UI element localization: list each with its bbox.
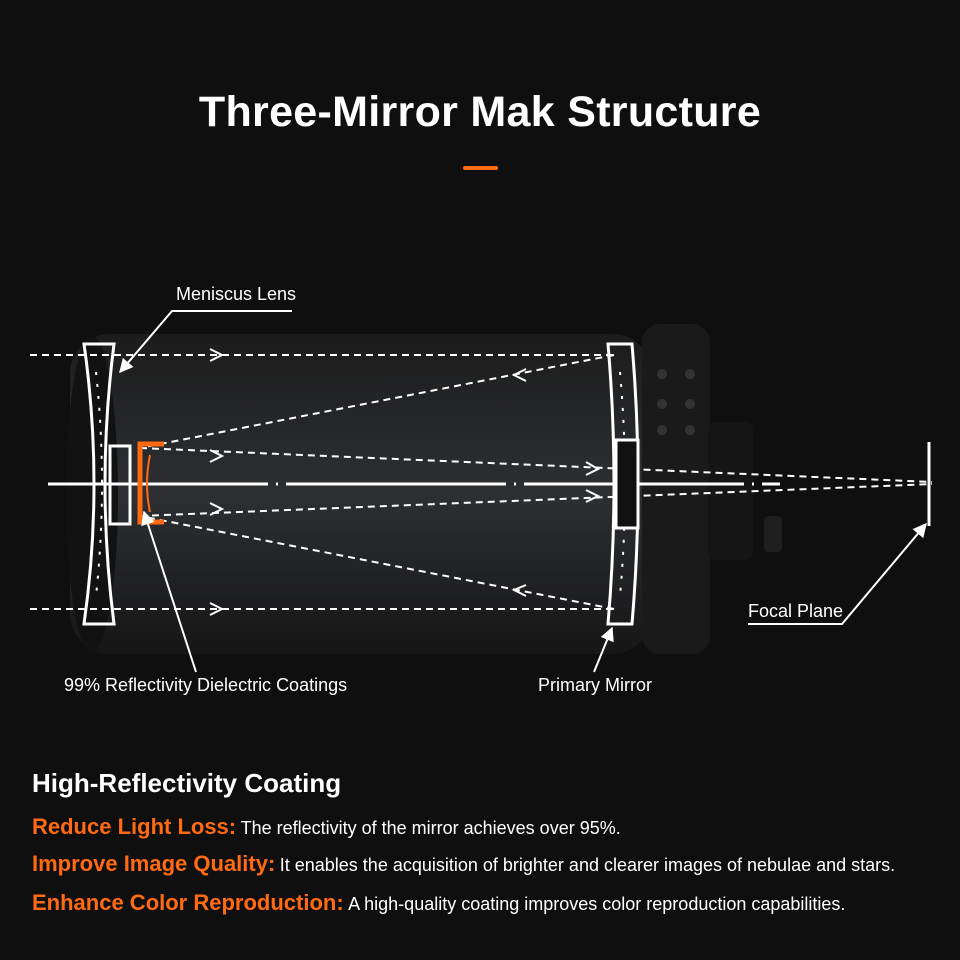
- focal-plane-label: Focal Plane: [748, 601, 844, 621]
- meniscus-lens-label: Meniscus Lens: [176, 284, 297, 304]
- feature-reduce-light-loss: Reduce Light Loss: The reflectivity of t…: [32, 814, 621, 840]
- feature-text: The reflectivity of the mirror achieves …: [240, 818, 621, 838]
- feature-text: It enables the acquisition of brighter a…: [279, 855, 896, 875]
- feature-enhance-color-reproduction: Enhance Color Reproduction: A high-quali…: [32, 890, 845, 916]
- callout-leaders: [119, 310, 927, 673]
- section-title: High-Reflectivity Coating: [32, 768, 342, 798]
- ray-direction-arrows: [209, 348, 601, 616]
- primary-mirror: [606, 342, 640, 626]
- coatings-label: 99% Reflectivity Dielectric Coatings: [64, 675, 348, 695]
- primary-mirror-center: [614, 438, 640, 530]
- feature-key: Reduce Light Loss:: [32, 814, 237, 839]
- telescope-tube: [70, 334, 652, 654]
- focuser-body: [708, 422, 753, 560]
- rear-cell-screws: [657, 369, 695, 435]
- feature-improve-image-quality: Improve Image Quality: It enables the ac…: [32, 851, 895, 877]
- title-accent-bar: [463, 166, 498, 170]
- rear-cell: [642, 324, 710, 654]
- primary-mirror-label: Primary Mirror: [538, 675, 652, 695]
- tube-front-rim: [66, 336, 118, 652]
- lens-center-block: [108, 444, 132, 526]
- meniscus-lens: [82, 342, 116, 626]
- feature-text: A high-quality coating improves color re…: [348, 894, 846, 914]
- feature-key: Enhance Color Reproduction:: [32, 890, 344, 915]
- feature-key: Improve Image Quality:: [32, 851, 276, 876]
- focuser-knob: [764, 516, 782, 552]
- light-rays: [30, 354, 933, 610]
- page-title: Three-Mirror Mak Structure: [198, 88, 762, 136]
